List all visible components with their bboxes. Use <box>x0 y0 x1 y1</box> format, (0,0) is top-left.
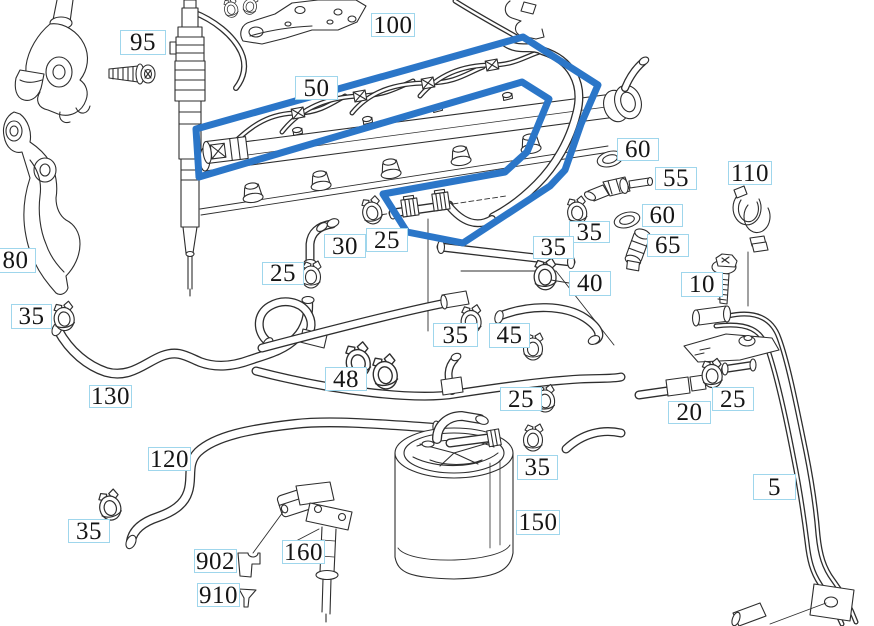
part-label-25[interactable]: 25 <box>262 261 304 286</box>
part-label-120[interactable]: 120 <box>148 445 191 473</box>
fuel-filter-150-drawing <box>394 411 514 580</box>
part-label-35[interactable]: 35 <box>433 323 478 348</box>
part-label-45[interactable]: 45 <box>489 323 530 348</box>
part-label-25[interactable]: 25 <box>366 228 408 253</box>
part-label-35[interactable]: 35 <box>11 304 52 329</box>
part-label-910[interactable]: 910 <box>197 581 240 609</box>
feed-hose-drawing <box>254 290 470 353</box>
feed-hose-drawing <box>258 299 450 352</box>
arc-tube-drawing <box>562 428 625 453</box>
part-label-30[interactable]: 30 <box>324 234 366 259</box>
valve-55-drawing <box>583 176 654 202</box>
supply-line-drawing <box>388 188 496 228</box>
part-label-35[interactable]: 35 <box>569 220 610 245</box>
hose-120-drawing <box>125 417 442 550</box>
rail-connector-block <box>202 136 249 164</box>
part-label-48[interactable]: 48 <box>325 367 367 392</box>
part-label-110[interactable]: 110 <box>728 161 772 186</box>
part-label-60[interactable]: 60 <box>617 137 659 162</box>
funnel-910-drawing <box>238 588 257 608</box>
u-hose-45-drawing <box>496 304 603 344</box>
part-label-50[interactable]: 50 <box>295 76 338 101</box>
mounting-plate-100-drawing <box>240 0 367 45</box>
u-hose-45-drawing <box>494 303 604 345</box>
part-label-35[interactable]: 35 <box>68 519 110 544</box>
fuel-pipes-5-drawing <box>683 305 859 626</box>
pipe-bracket-upper <box>683 333 780 363</box>
part-label-10[interactable]: 10 <box>681 272 723 297</box>
part-label-55[interactable]: 55 <box>655 166 697 191</box>
part-label-5[interactable]: 5 <box>753 474 796 500</box>
tube-20-drawing <box>634 358 757 400</box>
plug-902-drawing <box>237 552 261 578</box>
injection-lines-drawing <box>453 0 519 39</box>
injection-lines-drawing <box>202 0 546 164</box>
bracket-80-drawing <box>2 111 81 295</box>
part-label-60[interactable]: 60 <box>642 203 683 228</box>
clamp-110-drawing <box>732 185 771 253</box>
seal-ring-60-lower <box>613 211 641 229</box>
part-label-65[interactable]: 65 <box>647 233 689 258</box>
retaining-clip-drawing <box>504 0 545 40</box>
feed-hose-drawing <box>256 298 315 346</box>
sensor-160-drawing <box>276 481 353 623</box>
supply-line-drawing <box>446 203 495 226</box>
part-label-35[interactable]: 35 <box>533 235 574 260</box>
part-label-902[interactable]: 902 <box>194 547 237 575</box>
part-label-95[interactable]: 95 <box>120 30 166 55</box>
arc-tube-drawing <box>561 427 626 454</box>
tube-20-drawing <box>635 387 671 399</box>
pipe-bracket-lower <box>809 583 855 622</box>
fuel-filter-150-drawing <box>433 412 484 443</box>
bolt-95-drawing <box>108 63 156 85</box>
rail-end-fitting <box>603 56 650 123</box>
fuel-filter-150-drawing <box>446 434 492 447</box>
part-label-25[interactable]: 25 <box>712 387 754 412</box>
part-label-40[interactable]: 40 <box>569 271 611 296</box>
part-label-20[interactable]: 20 <box>668 400 711 425</box>
part-label-80[interactable]: 80 <box>0 248 36 273</box>
lower-hose-drawing <box>251 352 626 401</box>
part-label-100[interactable]: 100 <box>371 13 415 38</box>
fuel-pipes-5-drawing <box>726 312 858 624</box>
hose-120-drawing <box>127 418 441 545</box>
tube-20-drawing <box>722 362 755 372</box>
part-label-25[interactable]: 25 <box>500 387 542 412</box>
injector-drawing <box>191 10 246 90</box>
part-label-130[interactable]: 130 <box>89 383 132 410</box>
part-label-150[interactable]: 150 <box>516 510 560 535</box>
injector-clamp-drawing <box>14 0 91 124</box>
part-label-35[interactable]: 35 <box>517 455 558 480</box>
part-label-160[interactable]: 160 <box>282 538 325 566</box>
leader-lines <box>252 251 827 625</box>
